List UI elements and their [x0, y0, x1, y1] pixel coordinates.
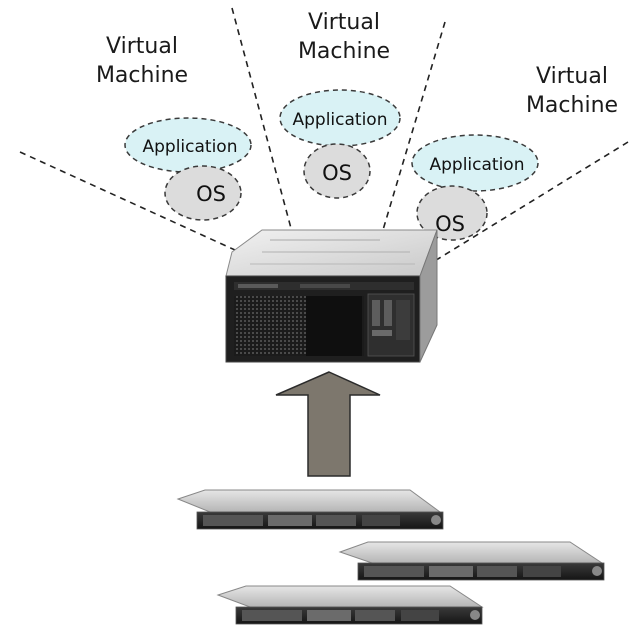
divider-line-right	[419, 141, 629, 271]
os-label: OS	[435, 212, 465, 236]
os-bubble	[164, 165, 242, 221]
vm-label-line2: Machine	[298, 39, 390, 64]
vm-divider-lines	[19, 7, 629, 271]
rack-server-icon	[176, 489, 605, 625]
up-arrow-icon	[275, 371, 381, 477]
os-label: OS	[196, 182, 226, 206]
rack-server-2	[338, 541, 605, 581]
rack-server-1	[176, 489, 444, 530]
application-label: Application	[430, 155, 525, 175]
application-label: Application	[143, 137, 238, 157]
vm-label-line2: Machine	[96, 63, 188, 88]
vm-label-line1: Virtual	[308, 10, 380, 35]
os-label: OS	[322, 161, 352, 185]
os-bubble	[303, 143, 371, 199]
application-bubble	[411, 134, 539, 192]
application-label: Application	[293, 110, 388, 130]
virtual-machine-2: Virtual Machine Application OS	[279, 10, 401, 199]
application-bubble	[279, 89, 401, 147]
virtual-machine-3: Virtual Machine Application OS	[411, 64, 618, 241]
os-bubble	[416, 185, 488, 241]
virtual-machine-1: Virtual Machine Application OS	[96, 34, 252, 221]
divider-line-center-right	[379, 21, 446, 241]
vm-label-line1: Virtual	[536, 64, 608, 89]
host-server-icon	[225, 229, 438, 363]
divider-line-center-left	[231, 7, 293, 233]
rack-server-3	[216, 585, 484, 625]
vm-label-line1: Virtual	[106, 34, 178, 59]
vm-label-line2: Machine	[526, 93, 618, 118]
